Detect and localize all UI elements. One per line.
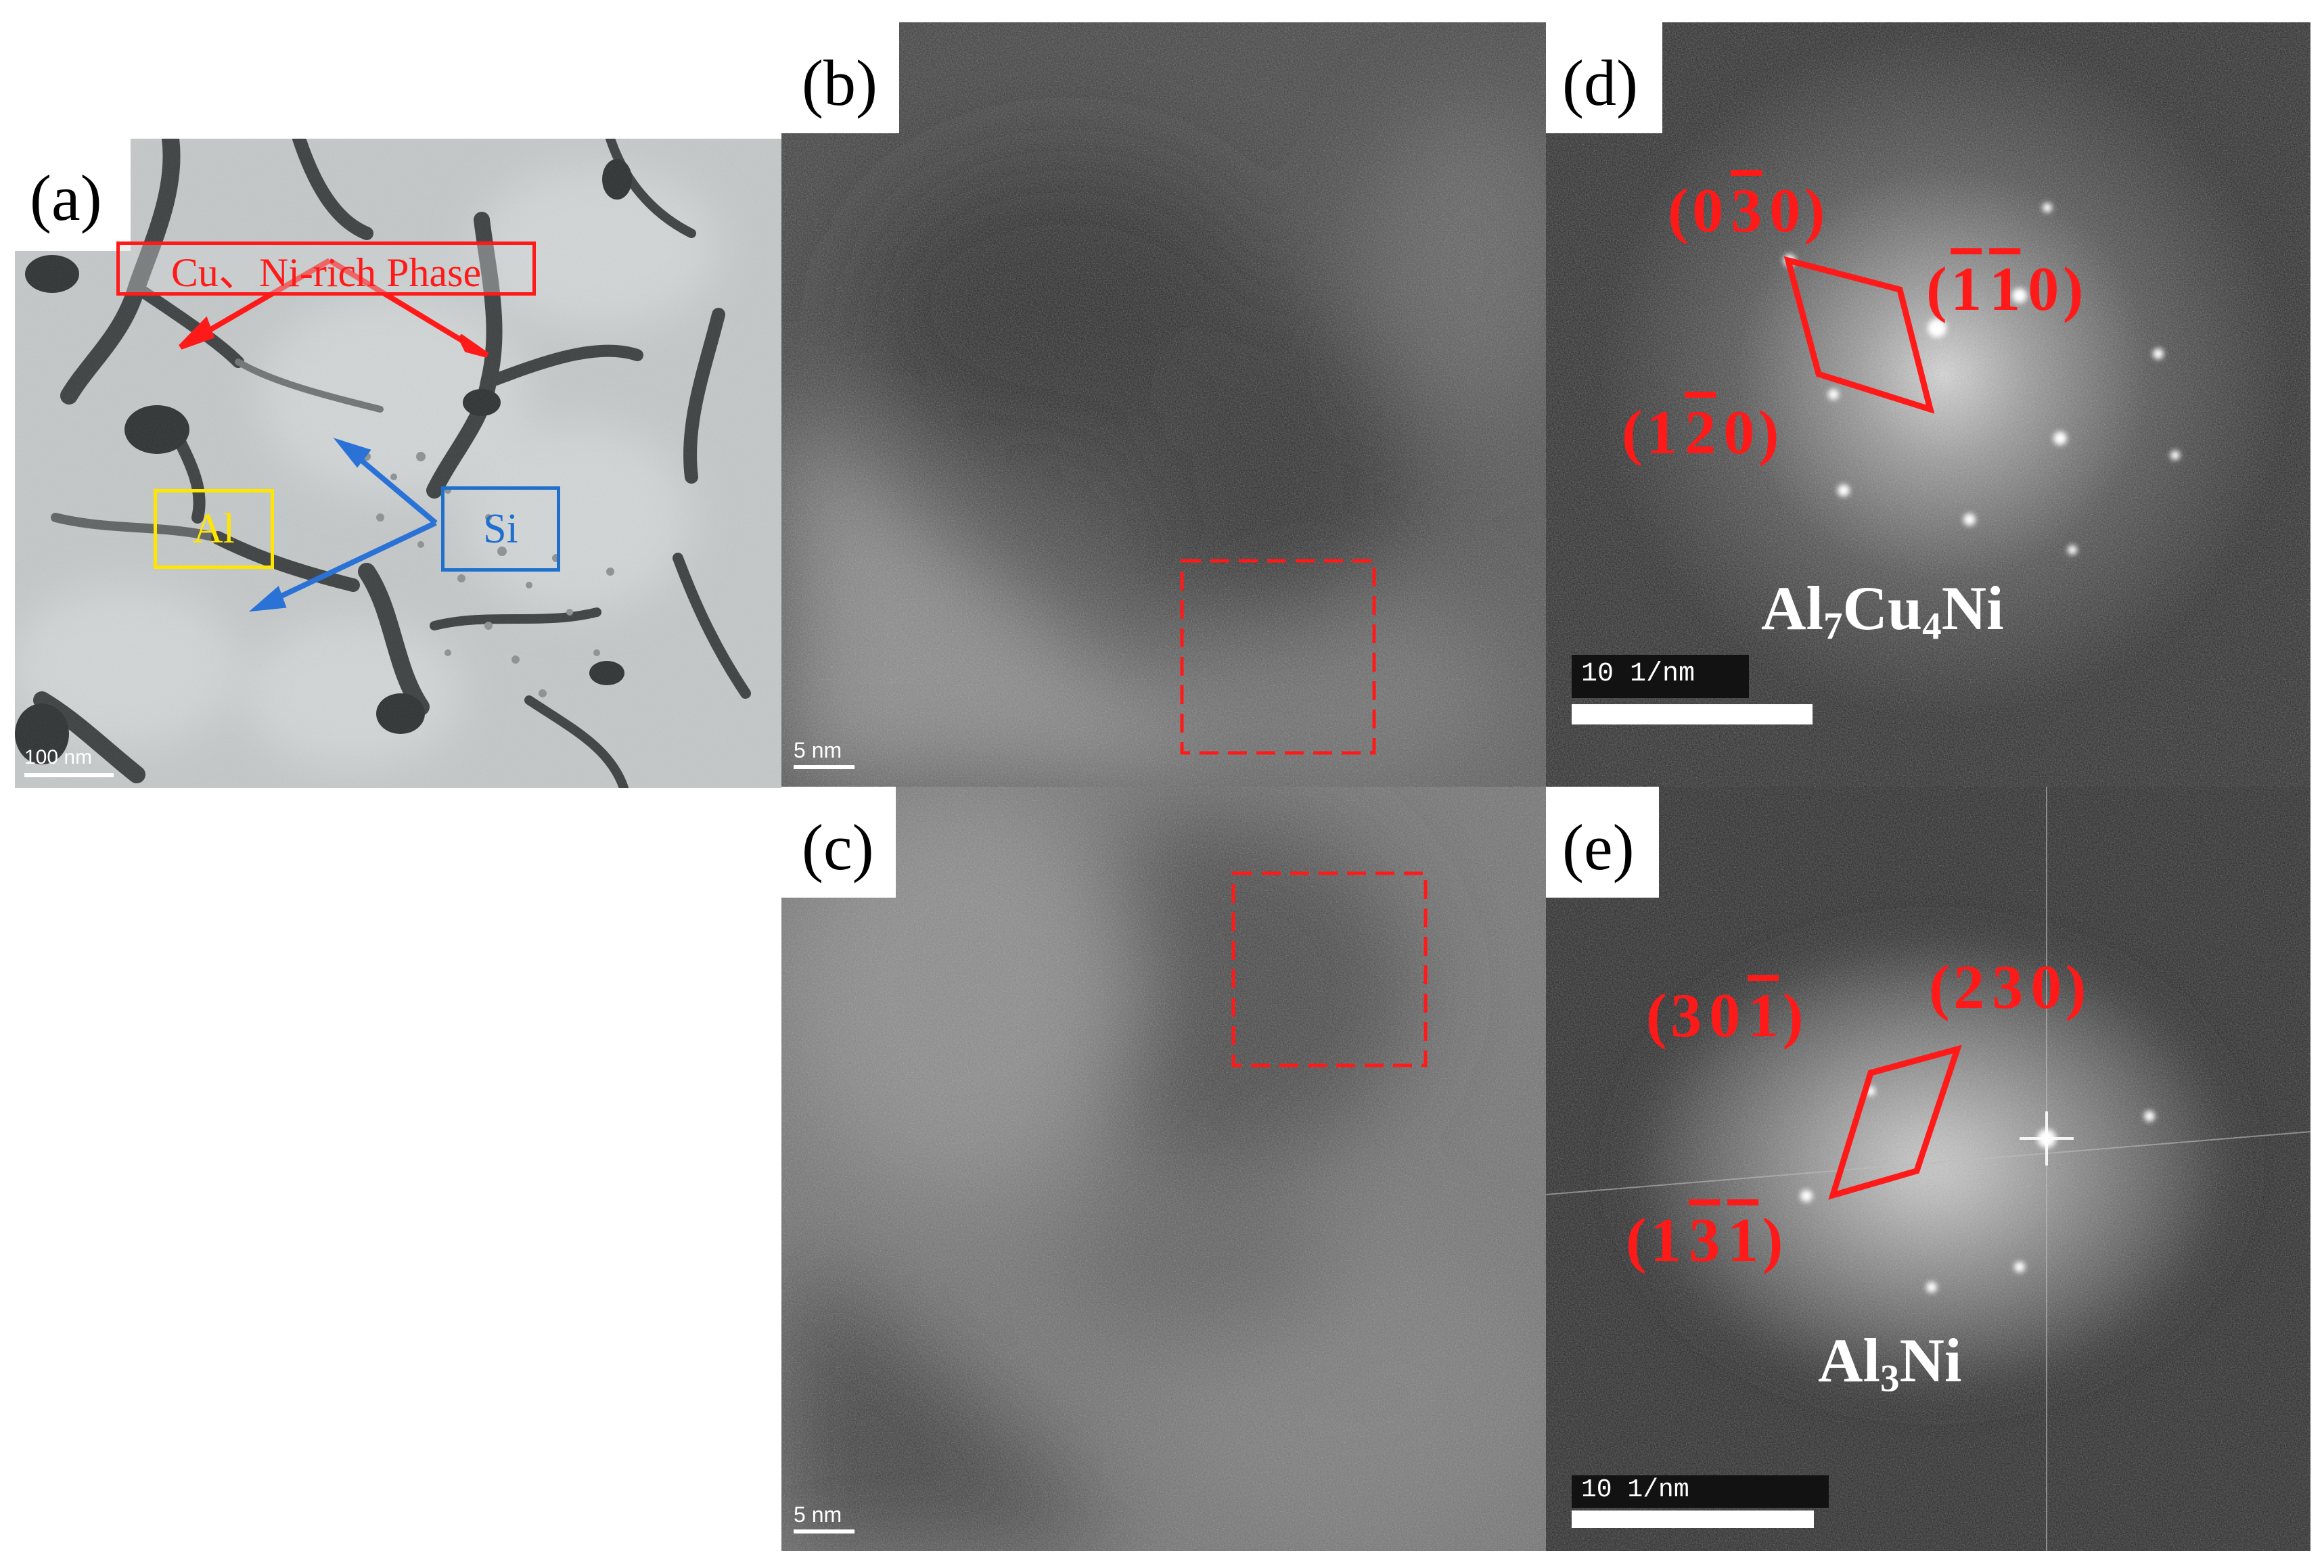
idx-k: 3 <box>1992 952 2024 1021</box>
panel-e-scale-line <box>1572 1511 1814 1528</box>
idx-close: ) <box>1804 176 1825 245</box>
panel-c-micrograph <box>781 787 1546 1551</box>
idx-close: ) <box>1758 398 1779 467</box>
idx-h: 0 <box>1692 176 1724 245</box>
panel-d-scale-bar: 10 1/nm <box>1572 655 1749 698</box>
idx-k: 3 <box>1731 176 1762 245</box>
panel-c-label: (c) <box>781 787 896 898</box>
panel-b: (b) 5 nm <box>781 22 1546 787</box>
phase-subscript: 4 <box>1922 605 1942 648</box>
panel-b-scale-line <box>794 765 855 769</box>
phase-element: Ni <box>1899 1326 1962 1395</box>
panel-a: (a) Cu、Ni-rich Phase Al Si 100 nm <box>15 139 781 788</box>
idx-l: 0 <box>1723 398 1755 467</box>
panel-c-scale-line <box>794 1529 855 1534</box>
idx-h: 3 <box>1670 981 1702 1050</box>
idx-open: ( <box>1622 398 1643 467</box>
panel-c-scale-text: 5 nm <box>794 1502 842 1527</box>
idx-h: 1 <box>1646 398 1678 467</box>
panel-b-label: (b) <box>781 22 899 133</box>
idx-l: 1 <box>1748 981 1779 1050</box>
panel-d-unit-cell <box>1783 256 1935 414</box>
phase-element: Cu <box>1842 574 1923 643</box>
panel-e-phase-name: Al3Ni <box>1818 1329 1962 1398</box>
panel-b-scale-text: 5 nm <box>794 738 842 762</box>
panel-e-scale-text: 10 1/nm <box>1581 1475 1689 1504</box>
idx-k: 0 <box>1709 981 1741 1050</box>
cu-ni-arrows <box>179 258 489 358</box>
phase-subscript: 3 <box>1880 1357 1900 1400</box>
cu-ni-rich-phase-label: Cu、Ni-rich Phase <box>116 241 536 296</box>
panel-a-label: (a) <box>15 139 131 251</box>
phase-element: Ni <box>1941 574 2004 643</box>
phase-element: Al <box>1818 1326 1880 1395</box>
panel-d-phase-name: Al7Cu4Ni <box>1761 577 2004 645</box>
idx-close: ) <box>1762 1205 1783 1274</box>
idx-k: 2 <box>1685 398 1716 467</box>
al-phase-label: Al <box>154 489 274 569</box>
idx-open: ( <box>1668 176 1689 245</box>
panel-b-roi-box <box>1180 559 1376 755</box>
idx-open: ( <box>1926 254 1947 323</box>
idx-close: ) <box>1782 981 1804 1050</box>
idx-l: 1 <box>1727 1205 1759 1274</box>
idx-l: 0 <box>1769 176 1801 245</box>
idx-k: 1 <box>1989 254 2021 323</box>
panel-e-scale-bar: 10 1/nm <box>1572 1475 1829 1508</box>
panel-b-micrograph <box>781 22 1546 787</box>
si-arrows <box>248 438 438 612</box>
panel-a-scale-text: 100 nm <box>24 746 93 768</box>
idx-l: 0 <box>2028 254 2059 323</box>
panel-e-fft <box>1546 787 2310 1551</box>
idx-h: 1 <box>1951 254 1982 323</box>
panel-a-scale-bar: 100 nm <box>24 746 114 777</box>
idx-h: 1 <box>1650 1205 1682 1274</box>
panel-e-unit-cell <box>1828 1044 1962 1200</box>
panel-a-scale-line <box>24 773 114 777</box>
panel-d-scale-text: 10 1/nm <box>1581 659 1695 689</box>
idx-open: ( <box>1929 952 1950 1021</box>
panel-b-scale-bar: 5 nm <box>794 738 855 769</box>
idx-open: ( <box>1646 981 1667 1050</box>
idx-l: 0 <box>2030 952 2062 1021</box>
si-phase-label: Si <box>441 486 560 572</box>
idx-close: ) <box>2062 254 2084 323</box>
idx-open: ( <box>1626 1205 1647 1274</box>
phase-subscript: 7 <box>1823 605 1843 648</box>
panel-d-label: (d) <box>1546 22 1662 133</box>
phase-element: Al <box>1761 574 1823 643</box>
idx-k: 3 <box>1689 1205 1721 1274</box>
panel-d-scale-line <box>1572 704 1813 724</box>
panel-e-label: (e) <box>1546 787 1659 898</box>
panel-c: (c) 5 nm <box>781 787 1546 1551</box>
panel-c-roi-box <box>1231 871 1428 1067</box>
idx-h: 2 <box>1953 952 1985 1021</box>
idx-close: ) <box>2065 952 2087 1021</box>
panel-c-scale-bar: 5 nm <box>794 1502 855 1534</box>
panel-a-micrograph <box>15 139 781 788</box>
